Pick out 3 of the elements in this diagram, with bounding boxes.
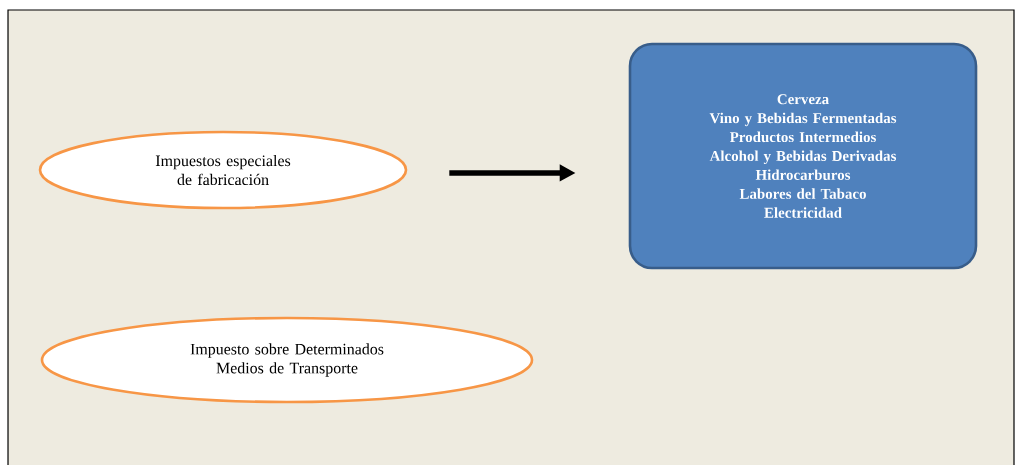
rounded-box: Cerveza Vino y Bebidas Fermentadas Productos Intermedios Alcohol y Bebidas Derivadas Hidrocarburos Labores del Tabaco Electricidad [628,42,978,270]
oval-node: Impuesto sobre Determinados Medios de Transporte [40,316,534,404]
oval-node: Impuestos especiales de fabricación [38,130,408,210]
